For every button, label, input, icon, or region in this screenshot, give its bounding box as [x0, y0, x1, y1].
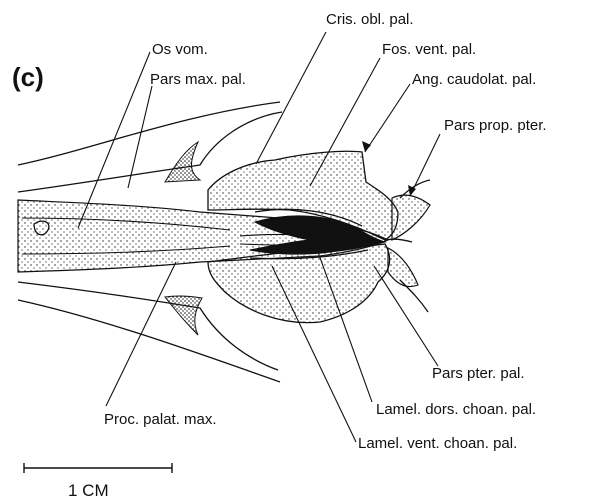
- leader-pars-prop-pter: [410, 134, 440, 196]
- pterygoid-tip: [385, 239, 412, 242]
- label-pars-prop-pter: Pars prop. pter.: [444, 117, 547, 134]
- scale-bar: 1 CM: [24, 463, 172, 500]
- label-fos-vent-pal: Fos. vent. pal.: [382, 41, 476, 58]
- label-cris-obl-pal: Cris. obl. pal.: [326, 11, 414, 28]
- lower-maxilla-outline: [18, 300, 280, 382]
- label-lamel-dors-choan-pal: Lamel. dors. choan. pal.: [376, 401, 536, 418]
- scale-bar-label: 1 CM: [68, 481, 109, 500]
- lower-wedge: [165, 296, 202, 335]
- label-pars-max-pal: Pars max. pal.: [150, 71, 246, 88]
- label-ang-caudolat-pal: Ang. caudolat. pal.: [412, 71, 536, 88]
- leader-ang-caudolat-pal: [365, 84, 410, 152]
- pterygoid-lower: [388, 248, 418, 287]
- label-pars-pter-pal: Pars pter. pal.: [432, 365, 525, 382]
- upper-maxilla-outline: [18, 102, 280, 165]
- panel-label: (c): [12, 62, 44, 92]
- leader-cris-obl-pal: [256, 32, 326, 164]
- pterygoid-upper: [392, 195, 430, 240]
- label-lamel-vent-choan-pal: Lamel. vent. choan. pal.: [358, 435, 517, 452]
- label-proc-palat-max: Proc. palat. max.: [104, 411, 217, 428]
- leader-proc-palat-max: [106, 262, 176, 406]
- label-os-vom: Os vom.: [152, 41, 208, 58]
- upper-wedge: [165, 142, 200, 182]
